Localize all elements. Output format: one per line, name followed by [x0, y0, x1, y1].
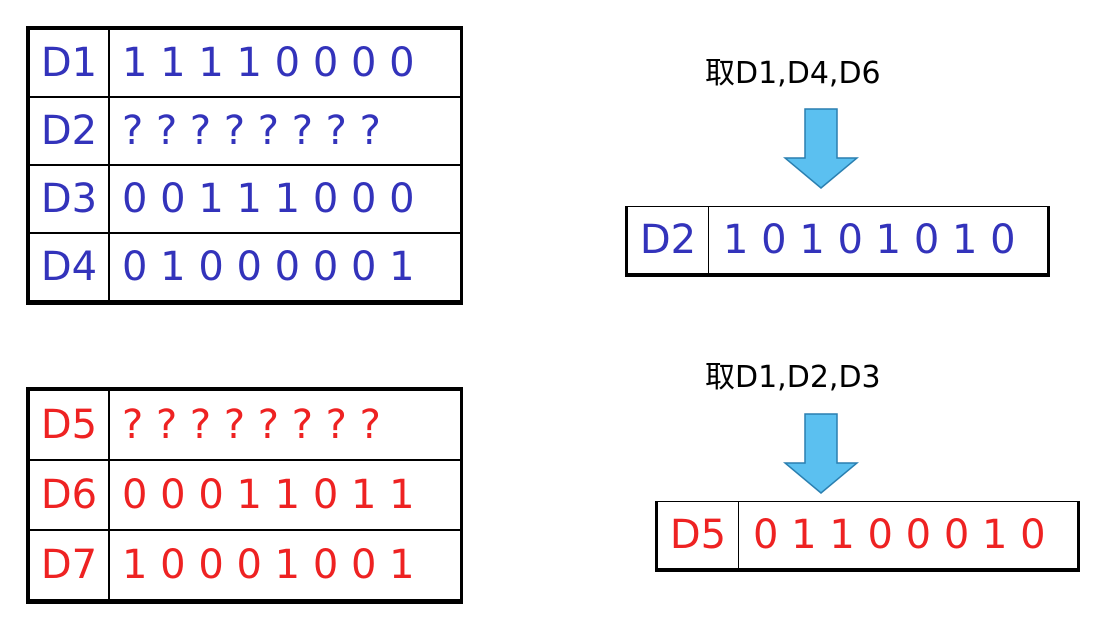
down-arrow-icon [783, 413, 859, 494]
table-row: D2 ? ? ? ? ? ? ? ? [27, 96, 463, 166]
result-label: D5 [656, 501, 739, 571]
table-row: D5 ? ? ? ? ? ? ? ? [27, 388, 463, 461]
result-bits: 0 1 1 0 0 0 1 0 [738, 501, 1079, 571]
table-row: D4 0 1 0 0 0 0 0 1 [27, 232, 463, 304]
row-bits: 0 0 1 1 1 0 0 0 [108, 164, 463, 234]
row-label: D4 [27, 232, 110, 304]
row-bits: ? ? ? ? ? ? ? ? [108, 96, 463, 166]
step2-caption: 取D1,D2,D3 [705, 360, 881, 395]
row-label: D3 [27, 164, 110, 234]
result-bits: 1 0 1 0 1 0 1 0 [708, 206, 1049, 276]
row-bits: 1 1 1 1 0 0 0 0 [108, 27, 463, 98]
step1-caption: 取D1,D4,D6 [705, 56, 881, 91]
row-label: D6 [27, 459, 110, 531]
bottom-data-table: D5 ? ? ? ? ? ? ? ? D6 0 0 0 1 1 0 1 1 D7… [26, 387, 463, 604]
row-bits: 0 1 0 0 0 0 0 1 [108, 232, 463, 304]
row-label: D5 [27, 388, 110, 461]
table-row: D1 1 1 1 1 0 0 0 0 [27, 27, 463, 98]
table-row: D7 1 0 0 0 1 0 0 1 [27, 529, 463, 603]
row-label: D1 [27, 27, 110, 98]
down-arrow-icon [783, 108, 859, 189]
table-row: D6 0 0 0 1 1 0 1 1 [27, 459, 463, 531]
top-data-table: D1 1 1 1 1 0 0 0 0 D2 ? ? ? ? ? ? ? ? D3… [26, 26, 463, 305]
row-label: D2 [27, 96, 110, 166]
table-row: D5 0 1 1 0 0 0 1 0 [656, 501, 1079, 571]
step2-result: D5 0 1 1 0 0 0 1 0 [655, 501, 1080, 572]
row-bits: 0 0 0 1 1 0 1 1 [108, 459, 463, 531]
row-bits: ? ? ? ? ? ? ? ? [108, 388, 463, 461]
table-row: D3 0 0 1 1 1 0 0 0 [27, 164, 463, 234]
row-label: D7 [27, 529, 110, 603]
table-row: D2 1 0 1 0 1 0 1 0 [626, 206, 1049, 276]
row-bits: 1 0 0 0 1 0 0 1 [108, 529, 463, 603]
step1-result: D2 1 0 1 0 1 0 1 0 [625, 206, 1050, 277]
result-label: D2 [626, 206, 709, 276]
